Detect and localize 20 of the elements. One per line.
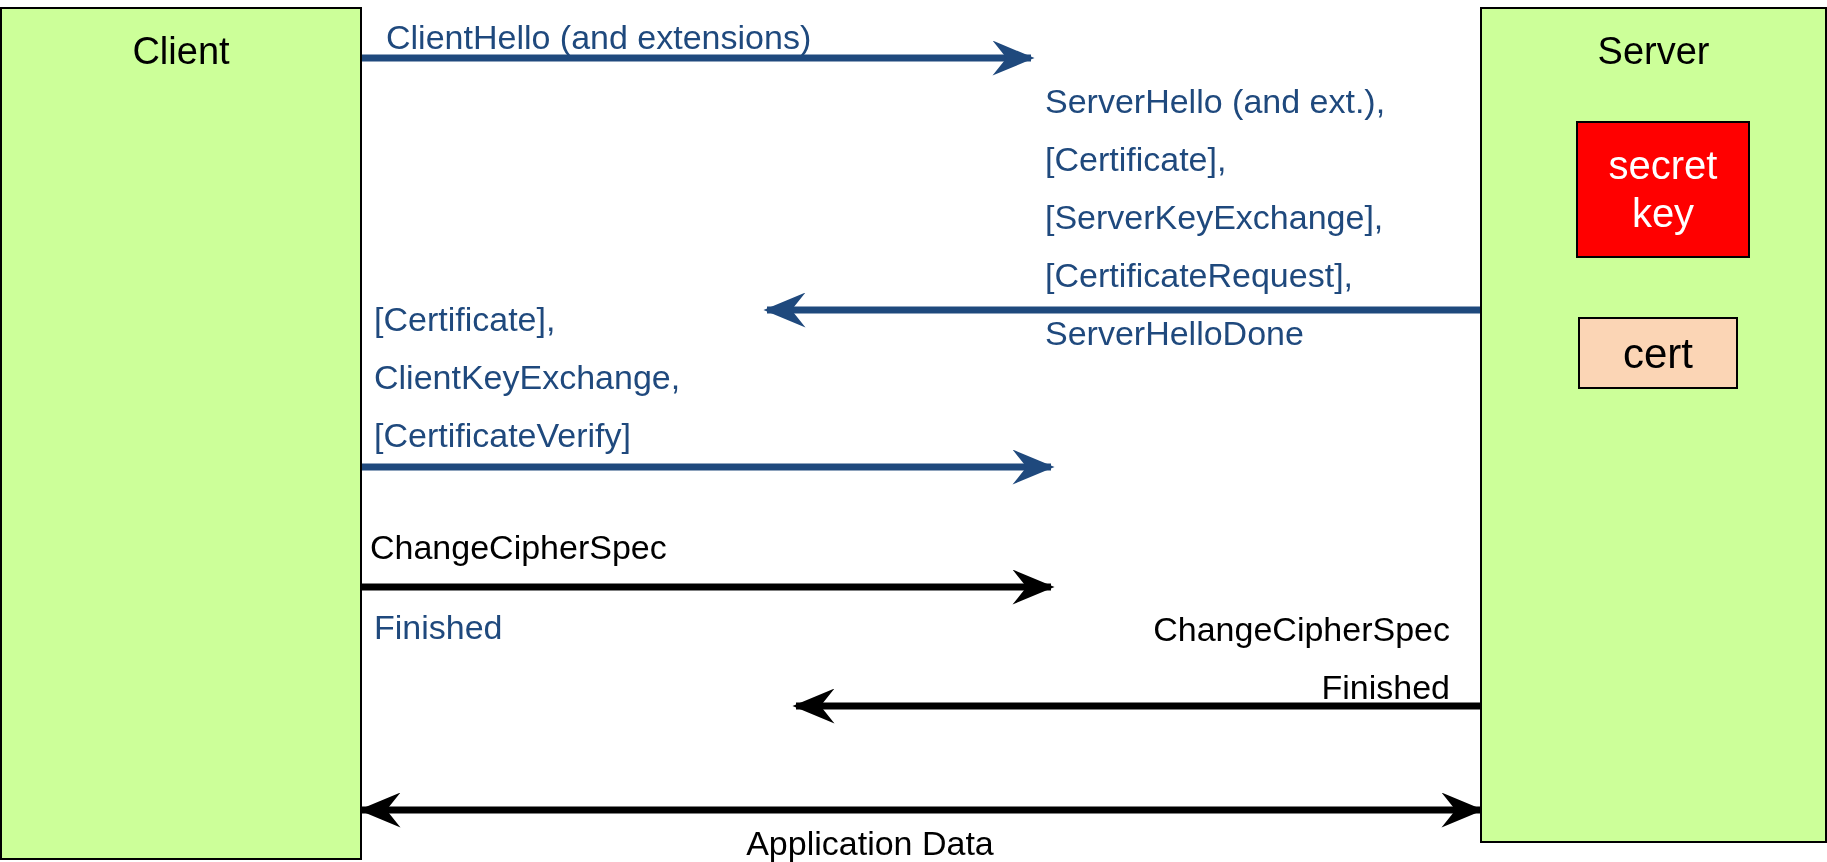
message-label: Finished	[374, 607, 503, 648]
server-lifeline-box	[1480, 7, 1827, 843]
edge-label: [Certificate], ClientKeyExchange, [CertificateVerify]	[374, 299, 682, 456]
arrow	[362, 40, 1035, 76]
arrow	[792, 688, 1480, 724]
arrow	[763, 292, 1480, 328]
edge-label: ClientHello (and extensions)	[386, 17, 813, 58]
client-lifeline-box	[0, 7, 362, 860]
arrow	[362, 569, 1055, 605]
arrow	[362, 449, 1055, 485]
edge-label: ChangeCipherSpec	[370, 527, 668, 568]
node-title: secret key	[1607, 142, 1719, 237]
node-title: Client	[131, 29, 231, 74]
edge-label: ServerHello (and ext.), [Certificate], [ServerKeyExchange], [CertificateRequest], ServerHelloDone	[1045, 81, 1387, 354]
edge-label: Application Data	[745, 823, 995, 862]
node-title: Server	[1596, 29, 1711, 74]
edge-label: ChangeCipherSpec Finished	[1152, 609, 1450, 708]
cert-box	[1578, 317, 1738, 389]
secret-key-box	[1576, 121, 1750, 258]
node-title: cert	[1622, 329, 1694, 379]
